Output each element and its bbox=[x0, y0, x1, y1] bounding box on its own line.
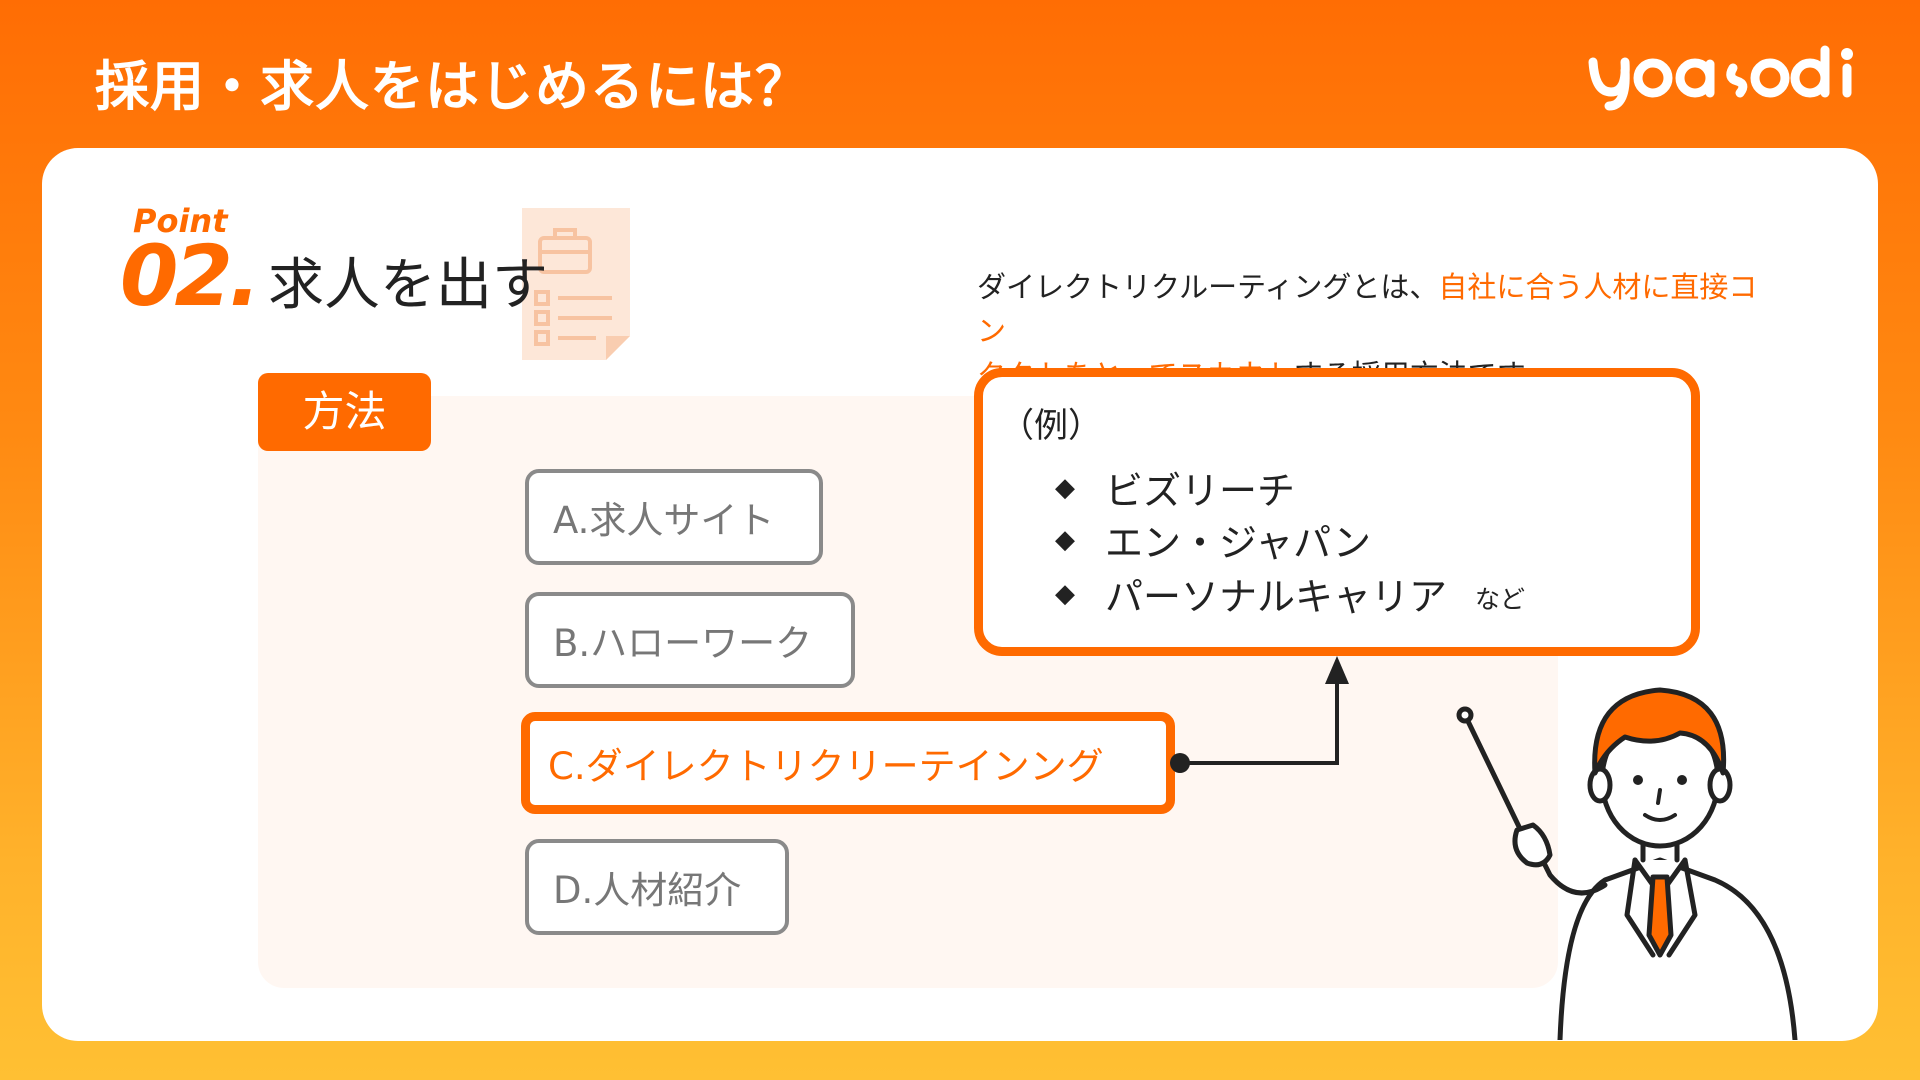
option-a-button[interactable]: A.求人サイト bbox=[525, 469, 823, 565]
description-lead: ダイレクトリクルーティングとは、 bbox=[977, 270, 1439, 304]
option-b-button[interactable]: B.ハローワーク bbox=[525, 592, 855, 688]
section-heading: 求人を出す bbox=[268, 253, 548, 318]
diamond-bullet-icon: ◆ bbox=[1055, 578, 1075, 609]
example-item-label: パーソナルキャリア bbox=[1105, 575, 1448, 619]
example-item-label: ビズリーチ bbox=[1105, 469, 1296, 513]
briefcase-document-icon bbox=[522, 208, 630, 360]
example-title: （例） bbox=[1000, 406, 1102, 446]
description-highlight-1: 自社に合う人材に直接コン bbox=[977, 270, 1758, 348]
presenter-illustration bbox=[1456, 687, 1798, 1040]
example-etc: など bbox=[1475, 585, 1526, 614]
diamond-bullet-icon: ◆ bbox=[1055, 524, 1075, 555]
method-tag: 方法 bbox=[258, 373, 431, 451]
yoasobi-logo bbox=[1588, 45, 1853, 111]
option-c-button[interactable]: C.ダイレクトリクリーテインング bbox=[521, 712, 1175, 814]
example-item: ◆ ビズリーチ bbox=[1055, 460, 1295, 515]
example-item: ◆ パーソナルキャリア bbox=[1055, 566, 1447, 621]
point-label: Point bbox=[133, 202, 228, 240]
example-box bbox=[974, 368, 1700, 656]
example-item-label: エン・ジャパン bbox=[1105, 521, 1372, 565]
diamond-bullet-icon: ◆ bbox=[1055, 472, 1075, 503]
example-item: ◆ エン・ジャパン bbox=[1055, 512, 1371, 567]
option-d-button[interactable]: D.人材紹介 bbox=[525, 839, 789, 935]
point-number: 02. bbox=[120, 227, 261, 325]
page-title: 採用・求人をはじめるには？ bbox=[95, 55, 810, 118]
